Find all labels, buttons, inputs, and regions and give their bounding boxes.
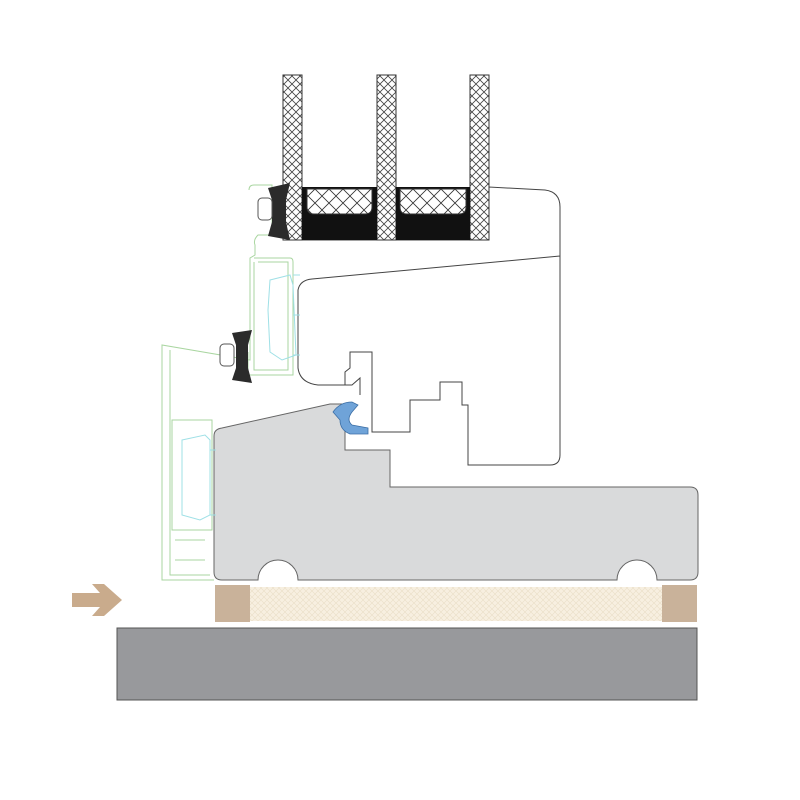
glass-pane-outer: [282, 74, 303, 241]
gasket-lower-clip: [219, 343, 235, 367]
base-slab: [116, 627, 698, 701]
gasket-lower: [232, 330, 252, 383]
packer-right: [662, 585, 697, 622]
packer-left: [215, 585, 250, 622]
sash-profile: [296, 186, 561, 466]
gasket-upper: [268, 183, 290, 240]
spacer-left: [302, 187, 377, 240]
glass-pane-inner: [469, 74, 490, 241]
insulation-strip: [250, 587, 662, 621]
gasket-upper-clip: [257, 197, 273, 221]
frame-profile: [213, 403, 699, 581]
sash-drip-line: [340, 376, 361, 395]
glass-pane-middle: [376, 74, 397, 241]
arrow-right-icon: [72, 584, 122, 616]
gasket-blue: [332, 401, 369, 435]
spacer-right: [396, 187, 470, 240]
thermal-break: [181, 274, 300, 521]
cladding-outline: [161, 184, 294, 581]
